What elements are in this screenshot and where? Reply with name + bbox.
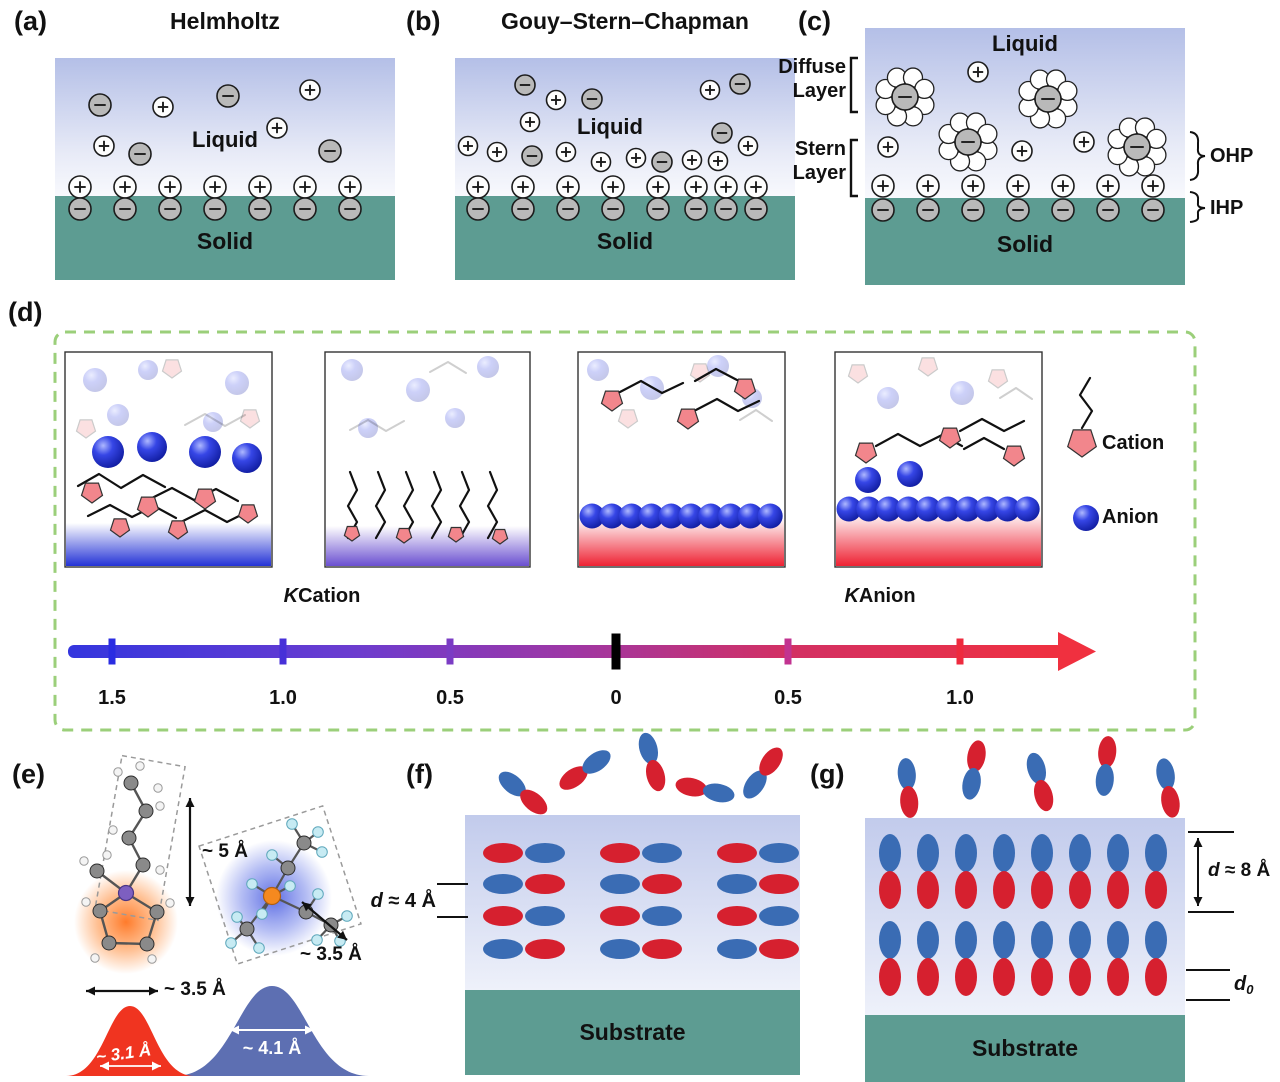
k-cation-k: K [283, 585, 299, 607]
panel-d-sub1 [75, 359, 262, 540]
f-substrate-label: Substrate [579, 1019, 686, 1045]
panel-g-spacing-marker [1188, 831, 1234, 913]
panel-a-solid-label: Solid [196, 228, 254, 254]
panel-b-title: Gouy–Stern–Chapman [501, 8, 749, 34]
chain-length-label: ~ 5 Å [202, 841, 248, 862]
g-substrate-label: Substrate [971, 1035, 1079, 1061]
axis-tick-label-1: 1.0 [269, 687, 297, 709]
axis-tick-label-4: 0.5 [774, 687, 802, 709]
panel-g-floating-pairs [897, 736, 1180, 818]
panel-c-solid-label: Solid [996, 231, 1054, 257]
g-spacing-value: ≈ 8 Å [1219, 860, 1271, 881]
k-anion-k: K [844, 585, 859, 607]
blue-peak-width-label: ~ 4.1 Å [242, 1038, 302, 1058]
stern-layer-line2: Layer [792, 162, 846, 184]
anion-size-label: ~ 3.5 Å [300, 944, 362, 965]
panel-e-molecules [74, 754, 362, 974]
panel-c-brackets [849, 56, 1206, 223]
legend-anion-label: Anion [1102, 506, 1159, 528]
stern-layer-line1: Stern [794, 138, 846, 160]
k-anion-rest: Anion [858, 585, 916, 607]
panel-b-ions [457, 73, 768, 221]
panel-d-legend [1066, 376, 1099, 531]
panel-e-tag: (e) [12, 759, 45, 789]
panel-f-layers [483, 843, 799, 959]
panel-d-axis [68, 632, 1096, 671]
ohp-label: OHP [1210, 145, 1254, 167]
g-d0-label: d0 [1234, 972, 1253, 998]
f-spacing-value: ≈ 4 Å [382, 890, 436, 912]
panel-c-tag: (c) [798, 6, 831, 36]
ihp-label: IHP [1210, 197, 1244, 219]
panel-a-tag: (a) [14, 6, 47, 36]
k-anion-label: KAnion [780, 584, 980, 608]
panel-g-layers [879, 834, 1167, 996]
panel-b-liquid-label: Liquid [577, 114, 643, 139]
axis-tick-label-3: 0 [610, 687, 622, 709]
panel-a-liquid-label: Liquid [192, 127, 258, 152]
g-d0-sub: 0 [1246, 982, 1254, 997]
g-spacing-d: d [1208, 860, 1220, 881]
k-cation-label: KCation [222, 584, 422, 608]
panel-b-tag: (b) [406, 6, 441, 36]
diffuse-layer-label: Diffuse Layer [768, 55, 846, 103]
panel-f-tag: (f) [406, 759, 433, 789]
panel-d-frame [53, 330, 1197, 732]
panel-c-liquid-label: Liquid [992, 31, 1058, 56]
g-d0-d: d [1234, 973, 1247, 995]
g-spacing-label: d ≈ 8 Å [1208, 860, 1270, 883]
panel-d-sub3 [579, 355, 783, 529]
panel-f-spacing-marker [437, 883, 468, 918]
axis-tick-label-5: 1.0 [946, 687, 974, 709]
panel-b-solid-label: Solid [596, 228, 654, 254]
axis-tick-label-0: 1.5 [98, 687, 126, 709]
panel-e-distributions [66, 986, 369, 1076]
panel-f-floating-pairs [498, 732, 783, 815]
diffuse-layer-line2: Layer [792, 80, 846, 102]
panel-g-d0-marker [1186, 969, 1230, 1001]
panel-f-g-backgrounds [465, 815, 1185, 1082]
f-spacing-label: d ≈ 4 Å [352, 889, 436, 913]
panel-e-measure-arrows [86, 798, 348, 996]
cation-ring-size-label: ~ 3.5 Å [164, 979, 226, 1000]
diffuse-layer-line1: Diffuse [778, 56, 846, 78]
f-spacing-d: d [370, 890, 383, 912]
panel-a-title: Helmholtz [170, 8, 280, 34]
k-cation-rest: Cation [298, 585, 361, 607]
panel-c-ions [871, 61, 1167, 222]
panel-a-ions [68, 79, 362, 221]
panel-g-tag: (g) [810, 759, 845, 789]
axis-tick-label-2: 0.5 [436, 687, 464, 709]
panel-d-tag: (d) [8, 297, 43, 327]
panel-d-sub2 [341, 356, 509, 545]
panel-d-sub4 [836, 357, 1040, 522]
legend-cation-label: Cation [1102, 432, 1165, 454]
stern-layer-label: Stern Layer [768, 137, 846, 185]
